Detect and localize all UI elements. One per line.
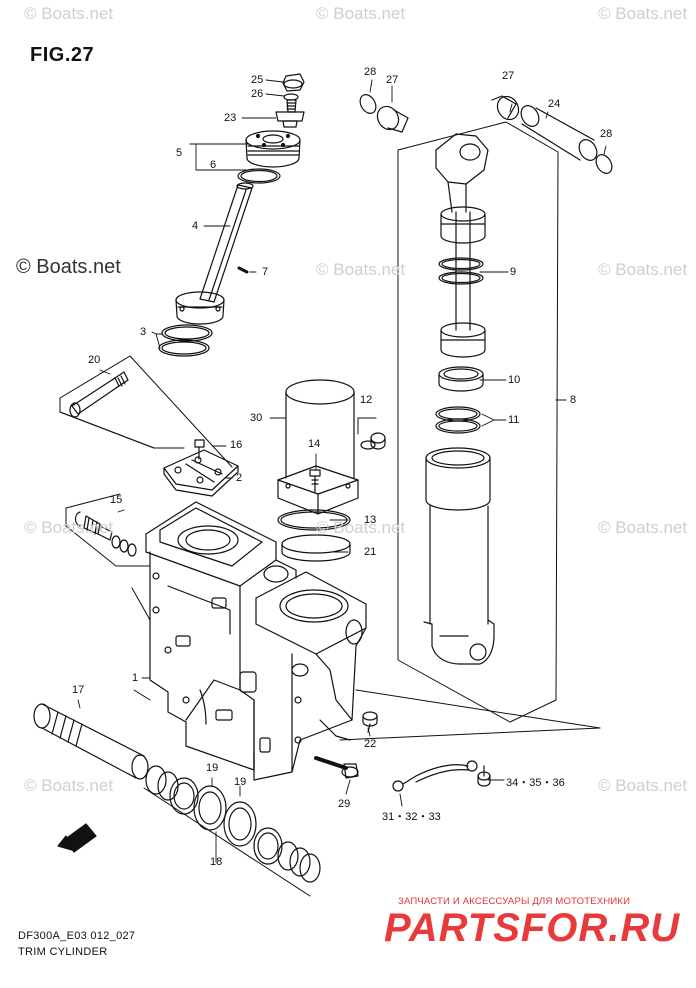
bush-27-right xyxy=(491,95,520,121)
callout-25: 25 xyxy=(251,74,264,86)
leader-lines xyxy=(77,79,607,863)
bolt-16 xyxy=(194,439,205,460)
callout-13: 13 xyxy=(364,514,377,526)
callout-10: 10 xyxy=(508,374,521,386)
watermark: © Boats.net xyxy=(598,4,688,23)
callout-23: 23 xyxy=(224,112,237,124)
watermark: © Boats.net xyxy=(24,518,114,537)
figure-name: TRIM CYLINDER xyxy=(18,946,108,958)
callout-4: 4 xyxy=(192,220,199,232)
bolt-29 xyxy=(314,756,359,779)
callout-15: 15 xyxy=(110,494,123,506)
watermark: © Boats.net xyxy=(24,776,114,795)
watermark: © Boats.net xyxy=(598,260,688,279)
pin-7 xyxy=(237,266,249,274)
watermark: © Boats.net xyxy=(316,4,406,23)
callout-28-right: 28 xyxy=(600,128,613,140)
rings-9 xyxy=(438,257,484,285)
watermark: © Boats.net xyxy=(316,518,406,537)
watermark: © Boats.net xyxy=(316,260,406,279)
watermark: © Boats.net xyxy=(24,4,114,23)
callout-12: 12 xyxy=(360,394,373,406)
ring-28-left xyxy=(359,94,377,114)
callout-19-left: 19 xyxy=(206,762,219,774)
piston-rod xyxy=(435,133,489,358)
callout-8: 8 xyxy=(570,394,577,406)
callout-24: 24 xyxy=(548,98,561,110)
screw-22 xyxy=(362,711,378,733)
callout-16: 16 xyxy=(230,439,243,451)
ring-28-right xyxy=(595,154,613,174)
screw-34 xyxy=(477,765,491,787)
seal-10 xyxy=(438,366,484,392)
callout-27-left: 27 xyxy=(386,74,399,86)
screw-20 xyxy=(69,371,129,418)
washer-26 xyxy=(283,93,299,101)
callout-3: 3 xyxy=(140,326,147,338)
callout-11: 11 xyxy=(508,414,520,426)
nut-25 xyxy=(282,73,305,92)
watermark: © Boats.net xyxy=(598,776,688,795)
callout-27-right: 27 xyxy=(502,70,515,82)
rings-19 xyxy=(193,785,257,847)
callout-28-left: 28 xyxy=(364,66,377,78)
rings-11 xyxy=(435,406,481,434)
cap-5 xyxy=(245,130,301,168)
filter-15 xyxy=(74,511,137,557)
o-rings-3 xyxy=(158,324,213,357)
cylinder-body xyxy=(423,447,495,665)
callout-30: 30 xyxy=(250,412,263,424)
screw-14 xyxy=(309,469,321,493)
callout-19-right: 19 xyxy=(234,776,247,788)
shaft-17 xyxy=(33,703,149,780)
rings-18 xyxy=(145,765,321,883)
callout-20: 20 xyxy=(88,354,101,366)
callout-34-35-36: 34・35・36 xyxy=(506,777,565,789)
fwd-arrow-icon xyxy=(57,823,97,853)
bush-27-left xyxy=(376,105,409,133)
callout-14: 14 xyxy=(308,438,321,450)
o-ring-6 xyxy=(237,168,281,184)
callout-2: 2 xyxy=(236,472,243,484)
watermark-large: © Boats.net xyxy=(16,256,121,278)
callout-17: 17 xyxy=(72,684,85,696)
callout-7: 7 xyxy=(262,266,269,278)
callout-26: 26 xyxy=(251,88,264,100)
brand-tagline: ЗАПЧАСТИ И АКСЕССУАРЫ ДЛЯ МОТОТЕХНИКИ xyxy=(398,896,631,907)
tube-4 xyxy=(199,182,254,303)
callout-31-32-33: 31・32・33 xyxy=(382,811,441,823)
callout-22: 22 xyxy=(364,738,377,750)
callout-5: 5 xyxy=(176,147,183,159)
callout-21: 21 xyxy=(364,546,377,558)
watermark: © Boats.net xyxy=(598,518,688,537)
sleeve-24 xyxy=(520,105,598,161)
plug-12 xyxy=(360,432,386,450)
wire-31 xyxy=(392,760,478,792)
plate-2 xyxy=(163,449,239,497)
callout-18: 18 xyxy=(210,856,223,868)
callout-9: 9 xyxy=(510,266,517,278)
figure-title: FIG.27 xyxy=(30,44,95,66)
figure-code: DF300A_E03 012_027 xyxy=(18,930,136,942)
piston-base xyxy=(175,291,225,325)
brand-logo[interactable]: PARTSFOR.RU xyxy=(384,906,681,950)
ring-21 xyxy=(281,534,351,562)
valve-23 xyxy=(275,99,305,128)
callout-6: 6 xyxy=(210,159,217,171)
callout-1: 1 xyxy=(132,672,139,684)
housing-1 xyxy=(145,501,367,781)
callout-29: 29 xyxy=(338,798,351,810)
